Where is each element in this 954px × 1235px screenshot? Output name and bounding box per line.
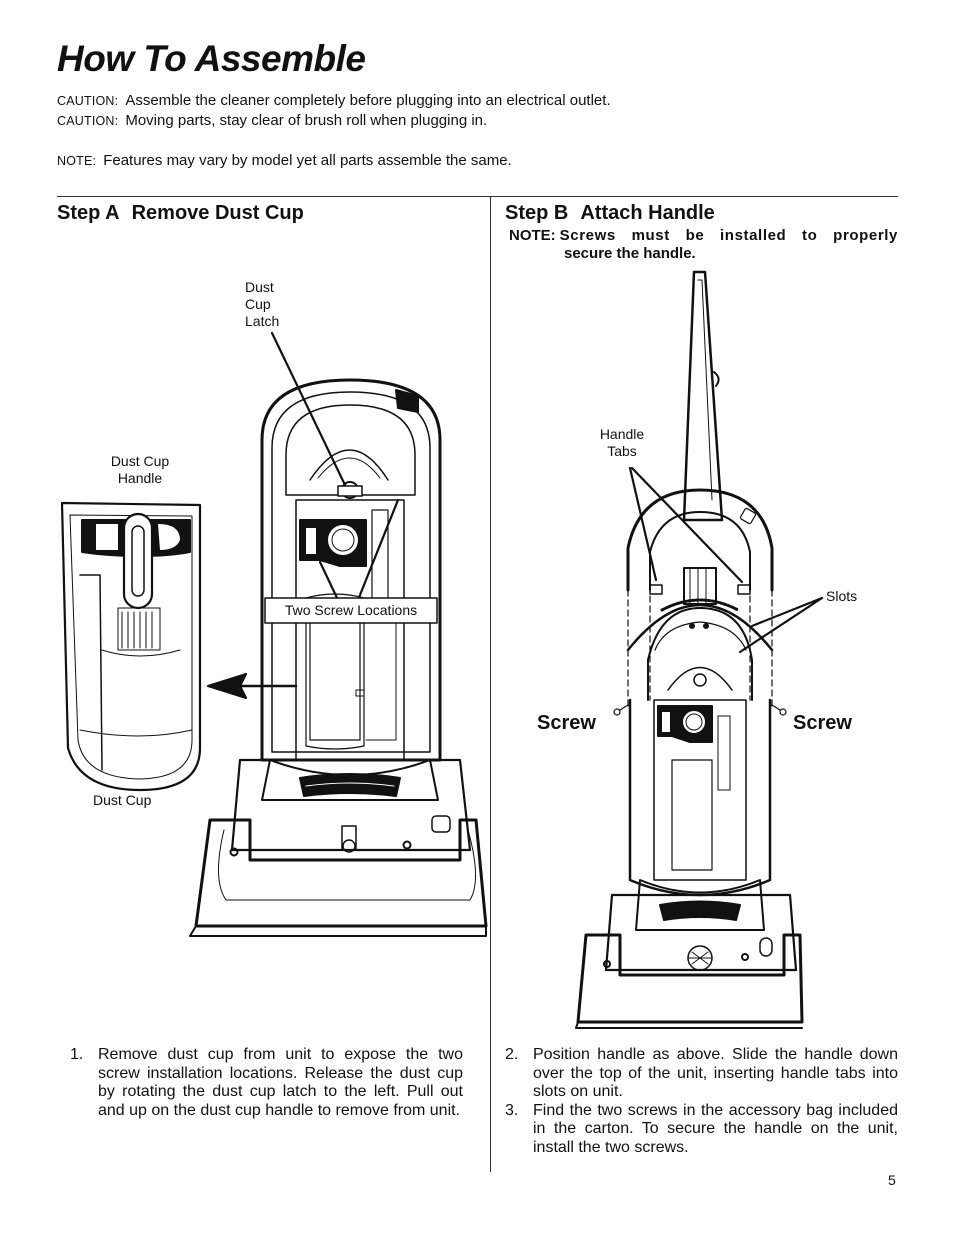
page-title: How To Assemble	[57, 38, 366, 79]
list-item: 3. Find the two screws in the accessory …	[505, 1102, 898, 1158]
step-b-note: NOTE: Screws must be installed to proper…	[509, 227, 898, 263]
dust-cup-label: Dust Cup	[93, 792, 152, 808]
step-b-note-line-2: secure the handle.	[564, 245, 696, 262]
slots-label: Slots	[826, 588, 858, 604]
step-b-name: Attach Handle	[580, 202, 715, 224]
section-divider	[57, 196, 898, 197]
label-line: Dust	[245, 279, 274, 295]
list-item: 1. Remove dust cup from unit to expose t…	[70, 1046, 463, 1120]
caution-label: CAUTION:	[57, 94, 119, 108]
label-line: Cup	[245, 296, 271, 312]
vacuum-unit-step-b	[575, 270, 804, 1029]
step-a-callout-lines	[206, 331, 438, 700]
caution-line-2: CAUTION: Moving parts, stay clear of brus…	[57, 112, 487, 129]
caution-text: Moving parts, stay clear of brush roll w…	[125, 112, 488, 129]
step-a-name: Remove Dust Cup	[131, 202, 304, 224]
step-b-heading: Step B Attach Handle	[505, 202, 715, 225]
dust-cup-illustration	[60, 501, 202, 792]
item-text: Remove dust cup from unit to expose the …	[98, 1046, 463, 1119]
step-a-instructions: 1. Remove dust cup from unit to expose t…	[70, 1046, 463, 1120]
dust-cup-handle-label: Dust Cup Handle	[105, 453, 175, 487]
caution-line-1: CAUTION: Assemble the cleaner completely …	[57, 92, 611, 109]
step-b-label: Step B	[505, 202, 569, 224]
step-b-instructions: 2. Position handle as above. Slide the h…	[505, 1046, 898, 1158]
screw-label-right: Screw	[793, 712, 852, 734]
label-line: Latch	[245, 313, 280, 329]
label-line: Tabs	[607, 443, 637, 459]
label-line: Dust Cup	[110, 453, 170, 469]
two-screw-locations-label: Two Screw Locations	[284, 602, 418, 618]
screw-label-left: Screw	[537, 712, 596, 734]
item-text: Position handle as above. Slide the hand…	[533, 1046, 898, 1101]
list-item: 2. Position handle as above. Slide the h…	[505, 1046, 898, 1102]
label-line: Handle	[599, 426, 645, 442]
note-text: Features may vary by model yet all parts…	[103, 152, 512, 169]
step-b-note-label: NOTE:	[509, 227, 556, 244]
item-number: 1.	[70, 1046, 84, 1063]
item-number: 2.	[505, 1046, 519, 1063]
handle-tabs-label: Handle Tabs	[592, 426, 652, 460]
dust-cup-latch-label: Dust Cup Latch	[245, 279, 279, 330]
note-line: NOTE: Features may vary by model yet all …	[57, 152, 512, 169]
note-label: NOTE:	[57, 154, 97, 168]
step-a-label: Step A	[57, 202, 120, 224]
caution-text: Assemble the cleaner completely before p…	[125, 92, 611, 109]
column-divider	[490, 196, 491, 1172]
step-b-callout-lines	[628, 466, 824, 654]
step-a-heading: Step A Remove Dust Cup	[57, 202, 304, 225]
item-text: Find the two screws in the accessory bag…	[533, 1101, 898, 1156]
step-b-note-line-1: Screws must be installed to properly	[559, 227, 898, 244]
vacuum-unit-step-a	[189, 378, 488, 937]
caution-label: CAUTION:	[57, 114, 119, 128]
page-number: 5	[888, 1172, 896, 1188]
label-line: Handle	[117, 470, 163, 486]
item-number: 3.	[505, 1101, 519, 1119]
